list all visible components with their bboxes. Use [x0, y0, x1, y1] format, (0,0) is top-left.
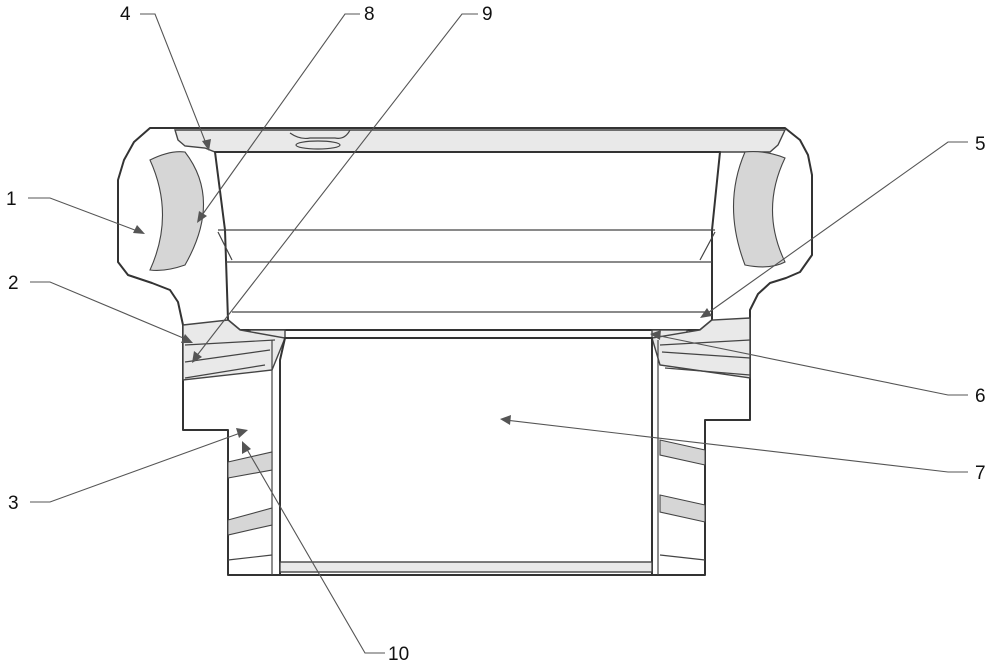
right-chamfer-lines: [659, 339, 751, 376]
callout-label-1: 1: [6, 189, 17, 210]
left-spiral-groove-2: [227, 507, 273, 536]
leader-8: [199, 13, 360, 219]
callout-label-2: 2: [8, 273, 19, 294]
leader-4: [140, 13, 208, 147]
arrowhead-2: [181, 334, 193, 343]
leader-7: [504, 419, 968, 473]
upper-bore: [214, 151, 721, 331]
left-lower-step: [227, 554, 273, 561]
right-spiral-groove-1: [659, 439, 706, 466]
left-chamfer-lines: [184, 339, 276, 379]
leader-10: [244, 445, 385, 654]
rim-notch-highlight: [295, 140, 341, 150]
arrowhead-8: [197, 211, 207, 223]
leader-6: [654, 334, 968, 396]
callout-label-5: 5: [975, 134, 986, 155]
right-ring-groove: [733, 151, 786, 268]
leader-lines: [28, 13, 968, 654]
right-lower-step: [659, 554, 706, 561]
bottom-lip: [279, 561, 653, 573]
leader-1: [28, 197, 141, 233]
top-flange-rim: [174, 129, 787, 153]
right-spiral-groove-2: [659, 494, 706, 523]
rim-notch: [289, 129, 351, 140]
lower-bore: [279, 337, 653, 576]
callout-label-3: 3: [8, 493, 19, 514]
leader-2: [30, 281, 189, 341]
callout-label-9: 9: [482, 4, 493, 25]
callout-label-10: 10: [388, 644, 409, 665]
leader-3: [30, 431, 244, 503]
left-ring-groove: [149, 151, 205, 271]
arrowhead-5: [700, 308, 712, 318]
arrowhead-7: [500, 415, 511, 425]
arrowhead-4: [202, 139, 211, 151]
arrowhead-10: [242, 441, 251, 454]
arrowhead-1: [133, 225, 145, 234]
callout-label-4: 4: [120, 4, 131, 25]
callout-label-8: 8: [364, 4, 375, 25]
arrowhead-3: [236, 428, 248, 438]
arrowhead-6: [650, 330, 661, 340]
left-spiral-groove-1: [227, 451, 273, 479]
callout-label-7: 7: [975, 463, 986, 484]
arrowhead-9: [192, 351, 202, 363]
leader-5: [704, 141, 968, 316]
upper-bore-taper: [217, 231, 716, 261]
callout-labels: 1 2 3 4 5 6 7 8 9 10: [6, 4, 986, 665]
leader-9: [194, 13, 478, 359]
callout-label-6: 6: [975, 386, 986, 407]
